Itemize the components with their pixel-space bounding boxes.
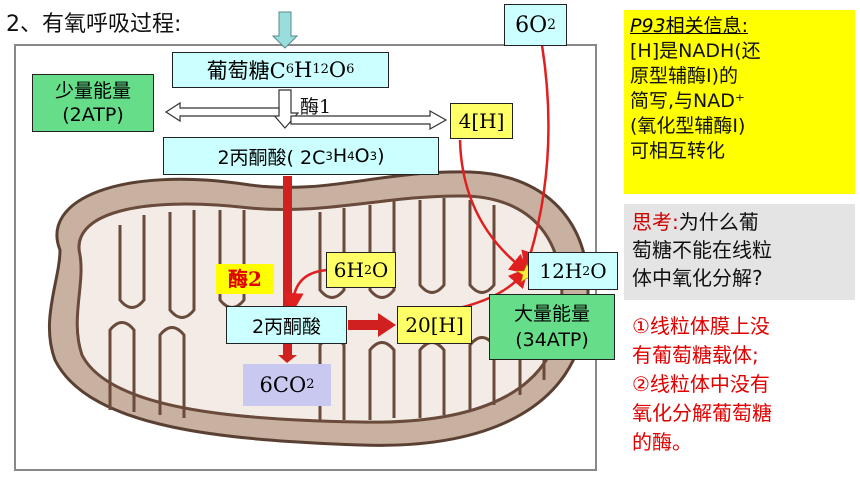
water-output-prefix: 12H: [539, 259, 583, 283]
glucose-label: 葡萄糖C: [206, 59, 286, 83]
info-line: 简写,与NAD⁺: [630, 90, 745, 112]
glucose-o-symbol: O: [328, 58, 347, 82]
input-arrow: [271, 11, 299, 49]
info-line: 原型辅酶Ⅰ)的: [630, 65, 739, 87]
pyruvate-box-bottom: 2丙酮酸: [226, 306, 347, 344]
small-energy-box: 少量能量 (2ATP): [32, 74, 154, 132]
arrow-to-small-energy: [164, 101, 280, 123]
info-line: [H]是NADH(还: [630, 40, 761, 62]
think-text: 体中氧化分解?: [632, 266, 763, 290]
large-energy-box: 大量能量 (34ATP): [489, 294, 615, 360]
arrow-pyruvate-to-20h: [348, 313, 396, 337]
glucose-h-symbol: H: [293, 58, 313, 82]
answer-text: ①线粒体膜上没 有葡萄糖载体; ②线粒体中没有 氧化分解葡萄糖 的酶。: [632, 312, 854, 457]
answer-line: 的酶。: [632, 430, 692, 454]
info-page-ref: P93: [630, 15, 666, 37]
small-energy-line2: (2ATP): [62, 104, 124, 126]
info-header-text: 相关信息:: [665, 15, 749, 37]
think-question-panel: 思考:为什么葡 萄糖不能在线粒 体中氧化分解?: [624, 204, 855, 300]
pyruvate-suffix: ): [377, 145, 385, 167]
related-info-panel: P93相关信息: [H]是NADH(还 原型辅酶Ⅰ)的 简写,与NAD⁺ (氧化…: [624, 10, 855, 194]
arrow-o2-to-water: [521, 44, 550, 272]
info-line: (氧化型辅酶Ⅰ): [630, 115, 746, 137]
h20-box: 20[H]: [397, 306, 472, 344]
water-input-suffix: O: [371, 258, 389, 282]
arrow-to-4h: [290, 109, 448, 131]
info-line: 可相互转化: [630, 140, 726, 162]
pyruvate-o-symbol: O: [354, 145, 370, 167]
pyruvate-h-symbol: H: [332, 145, 348, 167]
info-header: P93相关信息:: [630, 14, 849, 39]
water-output-suffix: O: [590, 259, 607, 283]
think-text: 为什么葡: [678, 210, 759, 234]
water-input-prefix: 6H: [333, 258, 364, 282]
h4-box: 4[H]: [450, 103, 513, 139]
pyruvate-prefix: 2丙酮酸( 2C: [217, 146, 326, 169]
water-input-curve: [283, 268, 329, 313]
think-text: 萄糖不能在线粒: [632, 238, 772, 262]
co2-prefix: 6CO: [259, 373, 307, 397]
section-title: 2、有氧呼吸过程:: [6, 12, 182, 37]
think-label: 思考:: [632, 210, 679, 234]
enzyme1-label: 酶1: [300, 96, 332, 118]
answer-line: ①线粒体膜上没: [632, 314, 770, 338]
answer-line: 有葡萄糖载体;: [632, 343, 759, 367]
large-energy-line1: 大量能量: [513, 303, 590, 325]
answer-line: 氧化分解葡萄糖: [632, 401, 772, 425]
pyruvate-transport-arrow: [283, 176, 292, 311]
small-energy-line1: 少量能量: [54, 80, 131, 102]
enzyme2-label: 酶2: [216, 264, 274, 294]
oxygen-prefix: 6O: [515, 12, 548, 38]
large-energy-line2: (34ATP): [515, 329, 589, 351]
answer-line: ②线粒体中没有: [632, 372, 770, 396]
arrow-4h-to-water: [458, 139, 530, 275]
